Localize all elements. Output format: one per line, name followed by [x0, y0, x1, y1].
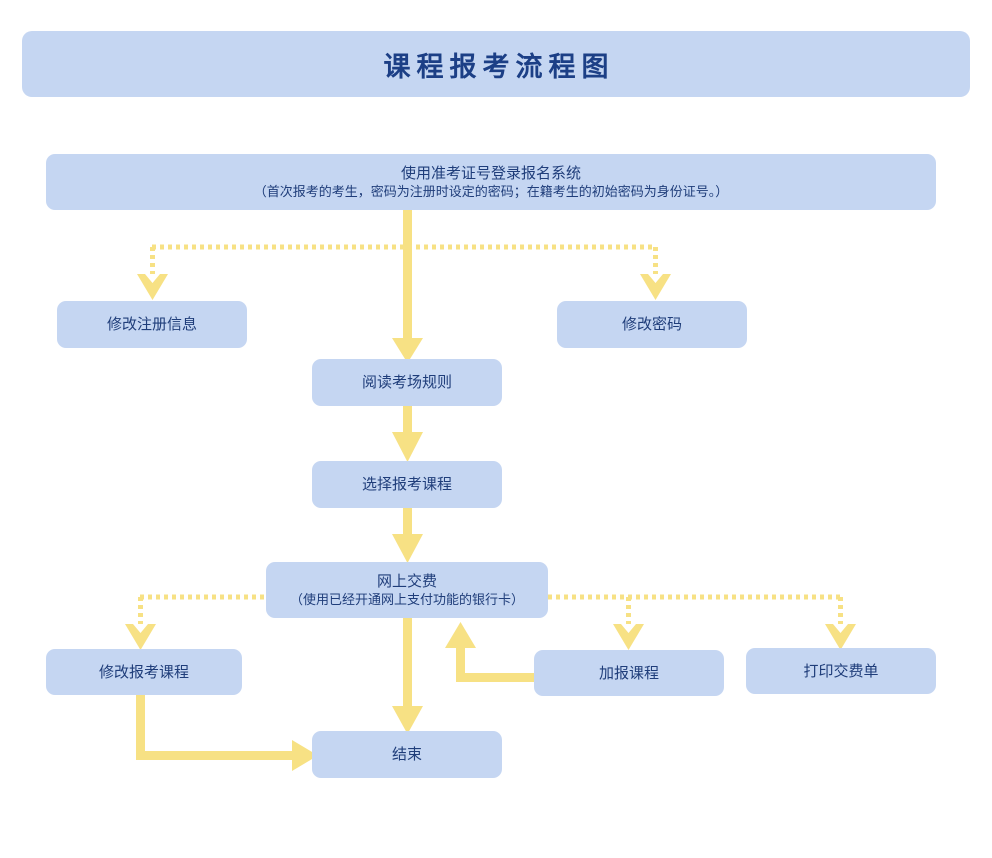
connector-add-courses-to-online-payment: [445, 622, 538, 682]
node-read-exam-rules-label: 阅读考场规则: [361, 373, 452, 392]
connector-select-courses-to-online-payment: [392, 508, 423, 563]
node-print-receipt-label: 打印交费单: [803, 661, 879, 680]
node-login-line2: （首次报考的考生，密码为注册时设定的密码；在籍考生的初始密码为身份证号。）: [253, 184, 729, 200]
node-end[interactable]: 结束: [312, 731, 502, 778]
connector-read-rules-to-select-courses: [392, 406, 423, 462]
node-add-courses-label: 加报课程: [598, 663, 659, 682]
node-modify-courses-label: 修改报考课程: [98, 662, 189, 681]
connector-login-branch-dotted: [150, 244, 658, 278]
node-change-password[interactable]: 修改密码: [557, 301, 747, 348]
page-title-banner: 课程报考流程图: [22, 31, 970, 97]
node-end-label: 结束: [391, 745, 422, 764]
connector-online-payment-to-end: [392, 618, 423, 734]
node-modify-courses[interactable]: 修改报考课程: [46, 649, 242, 695]
node-online-payment-line2: （使用已经开通网上支付功能的银行卡）: [289, 592, 524, 608]
page-title: 课程报考流程图: [383, 51, 615, 83]
node-login[interactable]: 使用准考证号登录报名系统 （首次报考的考生，密码为注册时设定的密码；在籍考生的初…: [46, 154, 936, 210]
node-print-receipt[interactable]: 打印交费单: [746, 648, 936, 694]
node-read-exam-rules[interactable]: 阅读考场规则: [312, 359, 502, 406]
connector-modify-courses-to-end: [136, 694, 318, 771]
connector-online-payment-branch-dotted: [138, 594, 843, 628]
node-edit-register-info-label: 修改注册信息: [106, 315, 197, 334]
arrowhead-modify-courses: [125, 624, 156, 650]
arrowhead-add-courses: [613, 624, 644, 650]
node-online-payment-line1: 网上交费: [376, 571, 437, 590]
node-select-courses-label: 选择报考课程: [361, 475, 452, 494]
arrowhead-edit-register-info: [137, 274, 168, 300]
arrowhead-change-password: [640, 274, 671, 300]
node-online-payment[interactable]: 网上交费 （使用已经开通网上支付功能的银行卡）: [266, 562, 548, 618]
node-select-courses[interactable]: 选择报考课程: [312, 461, 502, 508]
connector-login-to-read-rules: [392, 210, 423, 363]
arrowhead-print-receipt: [825, 624, 856, 650]
node-add-courses[interactable]: 加报课程: [534, 650, 724, 696]
node-change-password-label: 修改密码: [621, 315, 682, 334]
node-edit-register-info[interactable]: 修改注册信息: [57, 301, 247, 348]
node-login-line1: 使用准考证号登录报名系统: [400, 163, 581, 182]
